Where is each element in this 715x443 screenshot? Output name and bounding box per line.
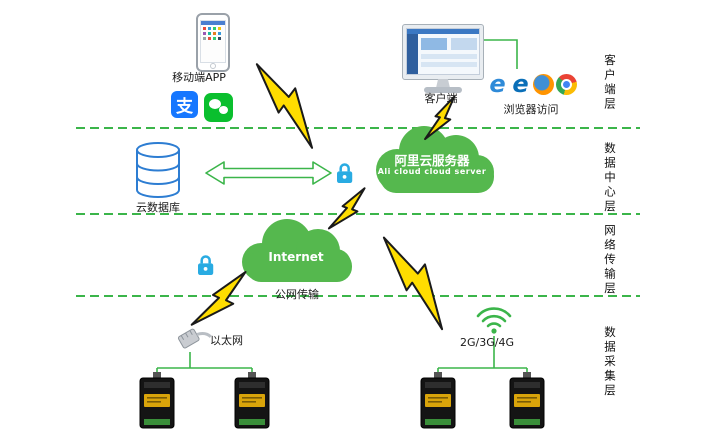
chrome-browser-icon (556, 74, 577, 95)
lightning-bolt-internet-cellular (364, 230, 468, 331)
internet-label: Internet (268, 250, 324, 264)
smartphone-screen (200, 20, 226, 63)
ali-cloud-label-cn: 阿里云服务器 (394, 153, 470, 168)
pc-browser-connector-line (482, 39, 518, 69)
layer-label-network: 网络传输层 (603, 224, 617, 297)
lightning-bolt-mobile-cloud (239, 57, 336, 149)
monitor-screen (406, 28, 480, 75)
lock-icon-internet (196, 255, 215, 277)
layer-label-acquisition: 数据采集层 (603, 326, 617, 399)
lock-icon-cloud (335, 163, 354, 185)
ali-cloud-label-en: Ali cloud cloud server (377, 167, 487, 176)
smartphone-icon (196, 13, 230, 72)
ethernet-label: 以太网 (210, 334, 243, 347)
client-pc-label: 客户端 (424, 92, 458, 105)
dtu-device-2 (234, 371, 270, 429)
layer-label-datacenter: 数据中心层 (603, 142, 617, 215)
desktop-computer-icon (402, 24, 484, 93)
mobile-app-label: 移动端APP (172, 71, 226, 84)
wechat-icon (204, 93, 233, 122)
database-icon (136, 142, 180, 198)
internet-cloud-shape (242, 219, 352, 282)
ie-browser-icon: e (489, 70, 506, 98)
ethernet-plug-icon (177, 328, 212, 349)
ethernet-tree-line (156, 352, 253, 377)
lightning-bolt-cloud-internet (328, 181, 369, 237)
alipay-glyph: 支 (176, 97, 193, 117)
cloud-db-label: 云数据库 (136, 201, 180, 214)
public-network-label: 公网传输 (275, 288, 319, 301)
dtu-device-1 (139, 371, 175, 429)
alipay-icon: 支 (171, 91, 198, 118)
dtu-device-3 (420, 371, 456, 429)
edge-browser-icon: e (512, 70, 529, 98)
dtu-device-4 (509, 371, 545, 429)
device-connector-lines (156, 336, 528, 377)
sync-double-arrow (205, 161, 332, 185)
cellular-label: 2G/3G/4G (460, 336, 514, 349)
cellular-tree-line (437, 336, 528, 377)
wifi-icon (476, 307, 512, 334)
firefox-browser-icon (533, 74, 554, 95)
ali-cloud-shape (376, 126, 494, 193)
layer-label-client: 客户端层 (603, 54, 617, 112)
browser-access-label: 浏览器访问 (503, 103, 559, 116)
layer-dividers (76, 127, 640, 297)
